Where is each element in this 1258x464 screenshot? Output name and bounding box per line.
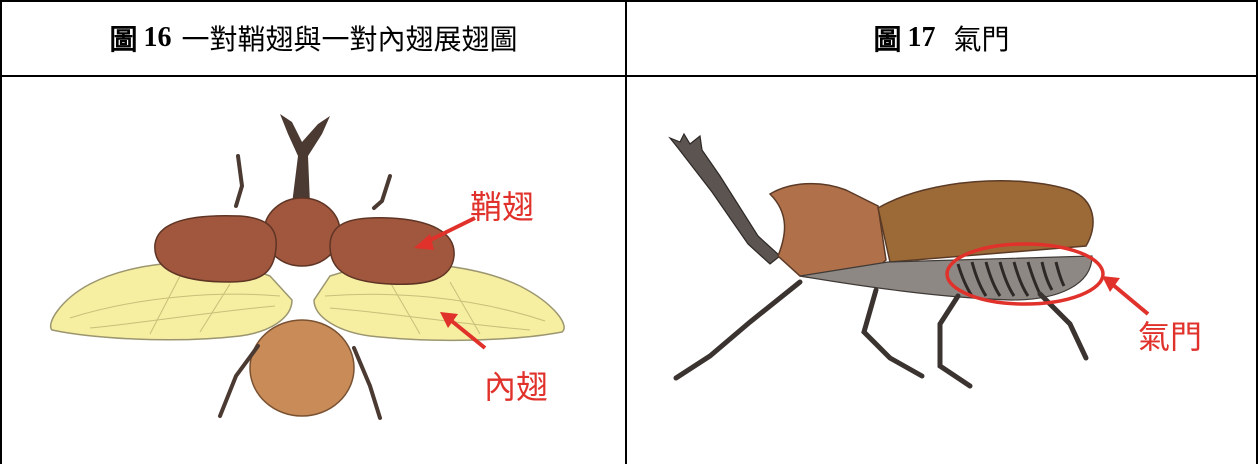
- figure-17-title: 氣門: [954, 18, 1010, 58]
- horn: [280, 114, 330, 204]
- figure-16-number: 16: [144, 22, 172, 54]
- beetle-spread-wings-illustration: 鞘翅 內翅: [30, 86, 600, 456]
- right-elytron: [330, 218, 454, 285]
- beetle-side-view-illustration: 氣門: [640, 86, 1240, 456]
- figure-16-caption: 圖 16 一對鞘翅與一對內翅展翅圖: [2, 0, 625, 76]
- figure-17-label-prefix: 圖: [873, 18, 901, 58]
- figure-16-title: 一對鞘翅與一對內翅展翅圖: [182, 18, 518, 58]
- hindwing-label: 內翅: [484, 368, 548, 406]
- spiracle-pointer-arrow: [1112, 284, 1148, 314]
- left-elytron: [155, 216, 276, 282]
- elytra-label: 鞘翅: [470, 188, 534, 226]
- horn: [670, 134, 780, 264]
- pronotum: [770, 184, 886, 279]
- figure-17-caption: 圖 17 氣門: [627, 0, 1256, 76]
- figure-17-number: 17: [908, 22, 936, 54]
- figure-16-label-prefix: 圖: [109, 18, 137, 58]
- spiracle-label: 氣門: [1138, 318, 1202, 356]
- abdomen: [250, 320, 354, 416]
